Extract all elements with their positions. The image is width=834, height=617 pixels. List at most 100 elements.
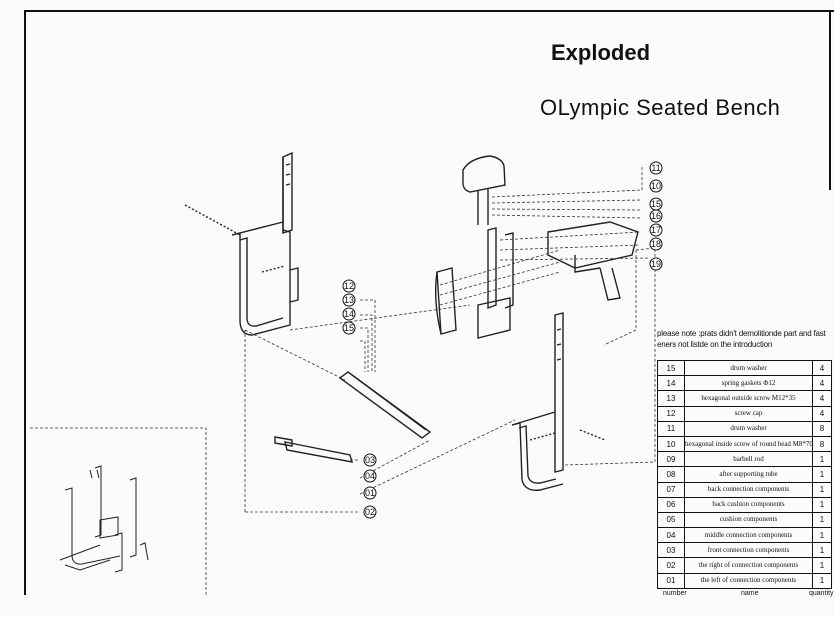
parts-name-cell: drum washer [684,420,813,437]
top-cushion [462,155,506,225]
leader-lines [30,165,656,595]
parts-name-cell: spring gaskets Φ12 [684,375,813,392]
parts-qty-cell: 1 [812,527,832,544]
frame-border-right [829,10,831,190]
callout-16: 16 [651,211,661,221]
header-name: name [741,590,759,597]
parts-name-cell: middle connection components [684,527,813,544]
parts-num-cell: 06 [657,496,685,513]
back-support-frame [477,227,514,339]
frame-border-top [24,10,834,12]
parts-num-cell: 13 [657,390,685,407]
parts-note: please note :prats didn't demolitionde p… [657,329,826,349]
parts-name-cell: barbell rod [684,451,813,468]
seat-pad [547,221,639,301]
drawing-title: Exploded [551,40,651,65]
callout-14: 14 [344,309,354,319]
parts-name-cell: hexagonal outside screw M12*35 [684,390,813,407]
parts-num-cell: 08 [657,466,685,483]
right-upright-frame [511,312,564,491]
back-cushion [434,267,457,335]
parts-name-cell: drum washer [684,359,813,377]
left-rod [184,204,241,236]
parts-num-cell: 10 [657,435,685,453]
callout-13: 13 [344,295,354,305]
callout-19: 19 [651,259,661,269]
middle-rail [338,371,432,439]
callout-02: 02 [365,507,375,517]
parts-num-cell: 05 [657,511,685,529]
parts-name-cell: the right of connection components [684,557,813,574]
parts-qty-cell: 8 [812,420,832,437]
header-number: number [663,590,687,597]
frame-border-left [24,10,26,595]
parts-name-cell: back cushion components [684,496,813,513]
parts-qty-cell: 1 [812,496,832,513]
parts-qty-cell: 1 [812,557,832,574]
callout-balloons [342,161,663,519]
callout-17: 17 [651,225,661,235]
parts-qty-cell: 8 [812,435,832,453]
parts-name-cell: front connection components [684,542,813,559]
parts-qty-cell: 1 [812,542,832,559]
parts-name-cell: after supporting tube [684,466,813,483]
callout-labels: 11 10 15 16 17 18 19 12 13 14 15 03 04 0… [344,163,661,517]
parts-num-cell: 03 [657,542,685,559]
parts-name-cell: screw cap [684,405,813,422]
parts-num-cell: 14 [657,375,685,392]
front-connection [274,436,353,463]
callout-01: 01 [365,488,375,498]
parts-num-cell: 12 [657,405,685,422]
callout-11: 11 [651,163,660,173]
left-upright-frame [231,151,299,336]
parts-qty-cell: 1 [812,511,832,529]
assembled-inset-view [59,465,149,573]
parts-qty-cell: 4 [812,390,832,407]
parts-qty-cell: 4 [812,359,832,377]
callout-15: 15 [651,199,661,209]
parts-qty-cell: 4 [812,375,832,392]
parts-qty-cell: 1 [812,481,832,498]
callout-12: 12 [344,281,354,291]
parts-num-cell: 01 [657,572,685,589]
header-quantity: quantity [809,590,834,597]
parts-qty-cell: 1 [812,466,832,483]
parts-name-cell: hexagonal inside screw of round head M8*… [684,435,813,453]
parts-num-cell: 07 [657,481,685,498]
callout-15b: 15 [344,323,354,333]
parts-num-cell: 04 [657,527,685,544]
parts-name-cell: back connection components [684,481,813,498]
drawing-subtitle: OLympic Seated Bench [540,95,781,120]
parts-qty-cell: 4 [812,405,832,422]
parts-qty-cell: 1 [812,572,832,589]
parts-table-header: number name quantity [657,590,834,600]
parts-num-cell: 11 [657,420,685,437]
parts-num-cell: 02 [657,557,685,574]
parts-num-cell: 09 [657,451,685,468]
callout-18: 18 [651,239,661,249]
parts-name-cell: cushion components [684,511,813,529]
parts-name-cell: the left of connection components [684,572,813,589]
parts-qty-cell: 1 [812,451,832,468]
parts-num-cell: 15 [657,359,685,377]
callout-10: 10 [651,181,661,191]
callout-03: 03 [365,455,375,465]
